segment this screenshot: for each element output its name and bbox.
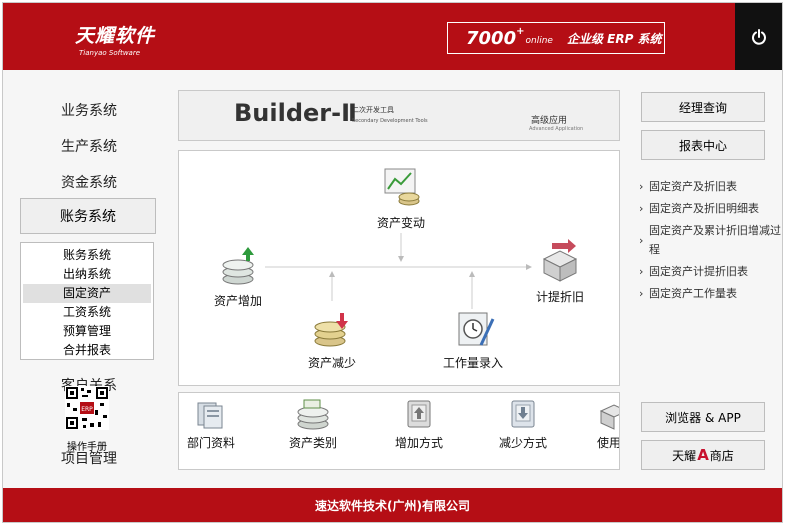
chevron-right-icon: › [639,287,644,300]
submenu-item-ledger[interactable]: 账务系统 [62,248,111,262]
report-link-workload[interactable]: › 固定资产工作量表 [639,284,782,303]
builder-banner[interactable]: Builder-Ⅱ 二次开发工具 Secondary Development T… [178,90,620,141]
node-asset-decrease-label: 资产减少 [307,356,356,370]
chevron-right-icon: › [639,180,644,193]
footer-bar: 速达软件技术(广州)有限公司 [3,488,782,522]
product-plus: + [516,25,525,37]
submenu-item-payroll[interactable]: 工资系统 [62,305,111,319]
power-button[interactable] [735,3,782,70]
header-bar: 天耀软件 Tianyao Software 7000 + online 企业级 … [3,3,735,70]
node-depreciation-label: 计提折旧 [535,290,584,304]
nav-item-funds[interactable]: 资金系统 [61,175,117,191]
clock-pen-icon [458,312,495,346]
chevron-right-icon: › [639,233,644,247]
svg-text:ERP: ERP [81,406,93,413]
tool-reduce-methods-label: 减少方式 [498,436,547,450]
fixed-assets-flowchart: 资产变动 资产增加 资产减少 [178,150,620,386]
node-asset-add-label: 资产增加 [213,294,262,308]
report-link-depreciation-detail[interactable]: › 固定资产及折旧明细表 [639,199,782,218]
submenu-item-cashier[interactable]: 出纳系统 [62,267,111,281]
chart-coins-icon [384,168,420,206]
report-link-label: 固定资产及累计折旧增减过程 [649,224,781,256]
safe-down-icon [511,400,535,428]
tool-departments[interactable]: 部门资料 [185,397,237,451]
submenu-item-consolidation[interactable]: 合并报表 [62,343,111,357]
coins-stack-icon [297,399,329,430]
chevron-right-icon: › [639,202,644,215]
nav-item-accounting[interactable]: 账务系统 [20,198,156,234]
submenu-item-fixed-assets[interactable]: 固定资产 [23,284,151,303]
accounting-submenu: 账务系统 出纳系统 固定资产 工资系统 预算管理 合并报表 [20,242,154,360]
node-workload-entry[interactable]: 工作量录入 [435,309,511,371]
qr-code-icon: ERP [65,386,109,430]
main-content: 业务系统 生产系统 资金系统 账务系统 账务系统 出纳系统 固定资产 工资系统 … [3,70,782,488]
submenu-item-budget[interactable]: 预算管理 [62,324,111,338]
tool-reduce-methods[interactable]: 减少方式 [493,397,553,451]
advanced-label-cn: 高级应用 [531,116,568,126]
flow-connectors [265,233,532,309]
nav-item-business[interactable]: 业务系统 [61,103,117,119]
power-icon [751,28,766,45]
store-logo-icon: A [697,446,709,464]
tool-usage[interactable]: 使用 [597,397,620,451]
nav-item-projects[interactable]: 项目管理 [61,451,117,467]
advanced-label-en: Advanced Application [529,126,584,132]
brand-name-en: Tianyao Software [79,49,141,57]
report-link-label: 固定资产及折旧表 [649,180,737,193]
builder-title: Builder-Ⅱ [234,99,357,127]
box-stack-icon [542,239,578,282]
node-workload-entry-label: 工作量录入 [442,356,503,370]
safe-up-icon [407,400,431,428]
report-link-label: 固定资产及折旧明细表 [649,202,759,215]
coins-minus-icon [314,313,348,347]
manual-label[interactable]: 操作手册 [67,442,107,453]
brand-name-cn: 天耀软件 [75,25,156,47]
store-brand-prefix: 天耀 [672,448,697,463]
node-asset-decrease[interactable]: 资产减少 [299,309,365,371]
builder-subtitle-cn: 二次开发工具 [352,106,394,114]
tool-departments-label: 部门资料 [186,436,235,450]
store-brand-suffix: 商店 [709,448,734,463]
product-title: 企业级 ERP 系统 [566,31,662,46]
product-version: 7000 [466,27,517,49]
report-link-label: 固定资产工作量表 [649,287,737,300]
chevron-right-icon: › [639,265,644,278]
manual-qr-code[interactable]: ERP [65,386,109,430]
node-asset-add[interactable]: 资产增加 [207,243,269,309]
node-depreciation[interactable]: 计提折旧 [527,237,593,305]
report-link-provision[interactable]: › 固定资产计提折旧表 [639,262,782,281]
builder-subtitle-en: Secondary Development Tools [352,118,428,124]
node-asset-change-label: 资产变动 [376,216,425,230]
company-name: 速达软件技术(广州)有限公司 [315,498,470,513]
tool-asset-categories-label: 资产类别 [288,436,337,450]
tool-add-methods-label: 增加方式 [394,436,443,450]
report-link-label: 固定资产计提折旧表 [649,265,748,278]
brand-logo: 天耀软件 Tianyao Software [75,21,155,57]
product-suffix: online [525,36,553,46]
coins-plus-icon [222,247,254,285]
manager-query-button[interactable]: 经理查询 [641,92,765,122]
report-links: › 固定资产及折旧表 › 固定资产及折旧明细表 › 固定资产及累计折旧增减过程 › 固定… [639,177,782,306]
report-link-accumulated[interactable]: › 固定资产及累计折旧增减过程 [639,221,782,259]
tool-add-methods[interactable]: 增加方式 [389,397,449,451]
nav-item-production[interactable]: 生产系统 [61,139,117,155]
tool-usage-label: 使用 [597,436,620,450]
box-icon [599,404,619,430]
node-asset-change[interactable]: 资产变动 [371,165,431,231]
report-center-button[interactable]: 报表中心 [641,130,765,160]
browser-app-button[interactable]: 浏览器 & APP [641,402,765,432]
report-link-depreciation[interactable]: › 固定资产及折旧表 [639,177,782,196]
folders-icon [197,402,223,429]
settings-toolbar: 部门资料 资产类别 增加方式 [178,392,620,470]
tool-asset-categories[interactable]: 资产类别 [283,397,343,451]
product-badge: 7000 + online 企业级 ERP 系统 [447,22,665,54]
app-store-button[interactable]: 天耀 A 商店 [641,440,765,470]
